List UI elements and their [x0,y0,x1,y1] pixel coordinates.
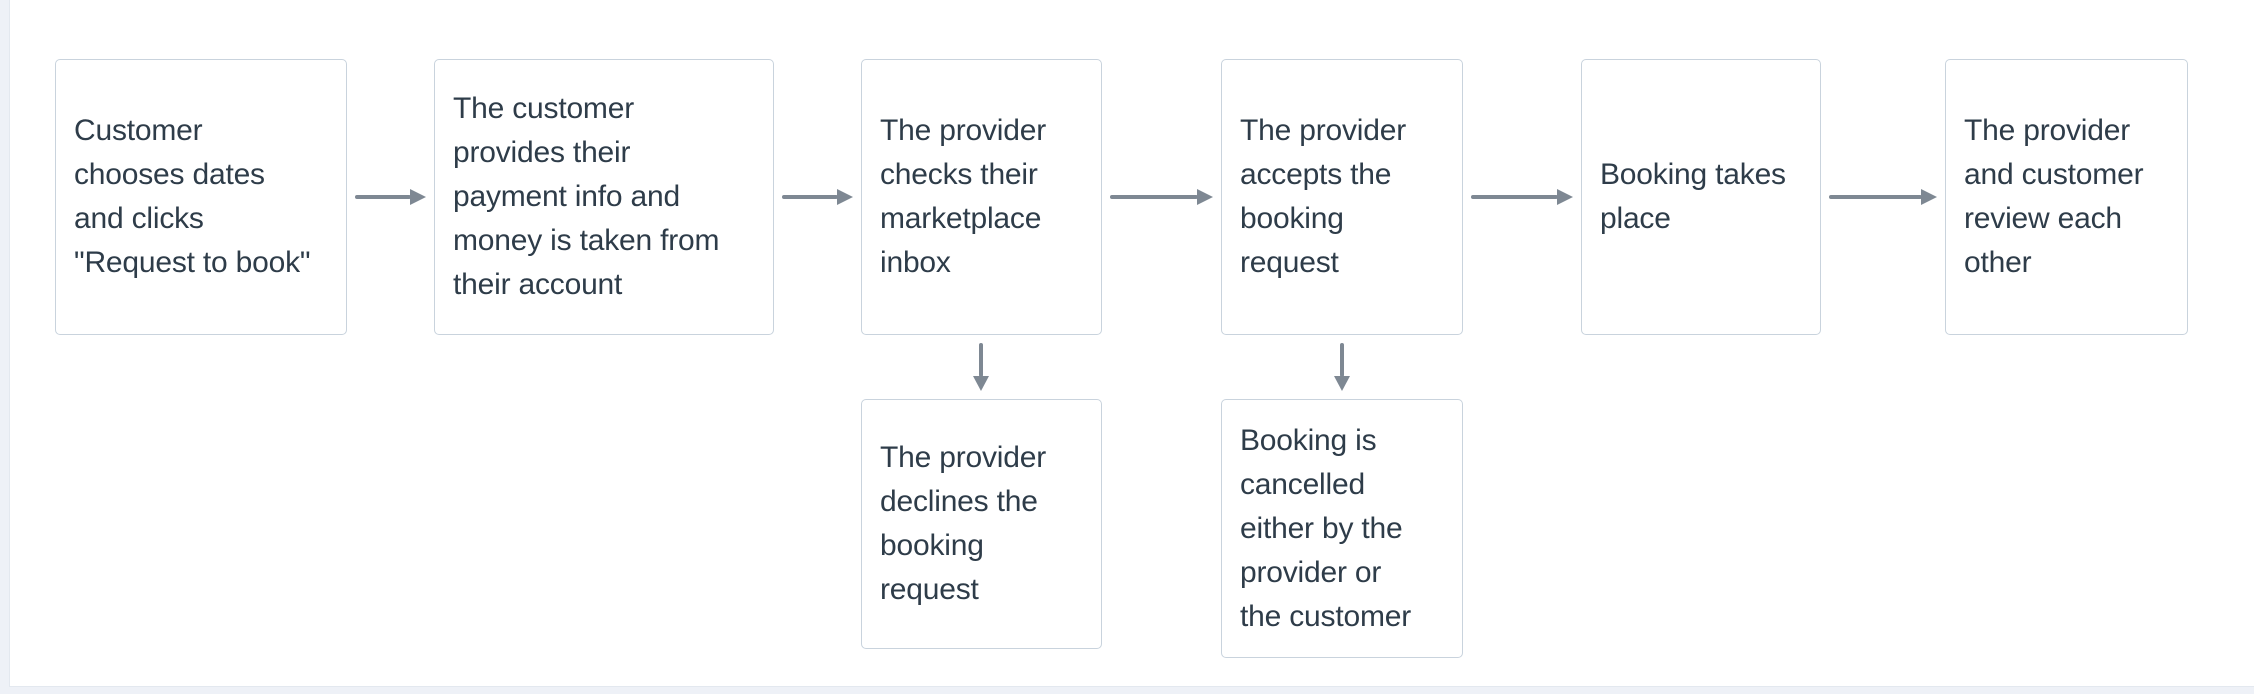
flow-node-booking-takes-place: Booking takes place [1581,59,1821,335]
flow-node-choose-dates: Customer chooses dates and clicks "Reque… [55,59,347,335]
arrow-shaft [1340,343,1344,377]
flow-node-booking-cancelled: Booking is cancelled either by the provi… [1221,399,1463,658]
flow-node-checks-inbox: The provider checks their marketplace in… [861,59,1102,335]
arrow-payment-info-to-checks-inbox [782,189,853,205]
flow-node-label: Booking is cancelled either by the provi… [1240,423,1412,633]
flow-node-label: Booking takes place [1600,158,1786,235]
flow-node-review-each-other: The provider and customer review each ot… [1945,59,2188,335]
arrow-shaft [1110,195,1198,199]
arrowhead-right-icon [1197,189,1213,205]
arrow-shaft [355,195,411,199]
flow-node-accepts-request: The provider accepts the booking request [1221,59,1463,335]
arrowhead-right-icon [837,189,853,205]
arrow-shaft [1829,195,1922,199]
flow-node-label: The provider and customer review each ot… [1964,114,2144,279]
arrowhead-right-icon [410,189,426,205]
flow-node-label: Customer chooses dates and clicks "Reque… [74,114,311,279]
flow-node-declines-request: The provider declines the booking reques… [861,399,1102,649]
flow-node-label: The provider declines the booking reques… [880,441,1047,606]
flow-node-label: The provider accepts the booking request [1240,114,1407,279]
diagram-canvas [9,0,2254,687]
arrow-checks-inbox-to-accepts-request [1110,189,1213,205]
arrow-choose-dates-to-payment-info [355,189,426,205]
arrowhead-down-icon [1334,376,1350,391]
arrow-checks-inbox-to-declines-request [973,343,989,391]
flow-node-label: The provider checks their marketplace in… [880,114,1047,279]
flow-node-label: The customer provides their payment info… [453,92,720,301]
arrow-accepts-request-to-booking-cancelled [1334,343,1350,391]
arrow-shaft [782,195,838,199]
arrowhead-down-icon [973,376,989,391]
arrowhead-right-icon [1557,189,1573,205]
arrow-shaft [1471,195,1558,199]
arrow-booking-takes-place-to-review [1829,189,1937,205]
arrowhead-right-icon [1921,189,1937,205]
flow-node-payment-info: The customer provides their payment info… [434,59,774,335]
arrow-accepts-request-to-booking-takes-place [1471,189,1573,205]
arrow-shaft [979,343,983,377]
